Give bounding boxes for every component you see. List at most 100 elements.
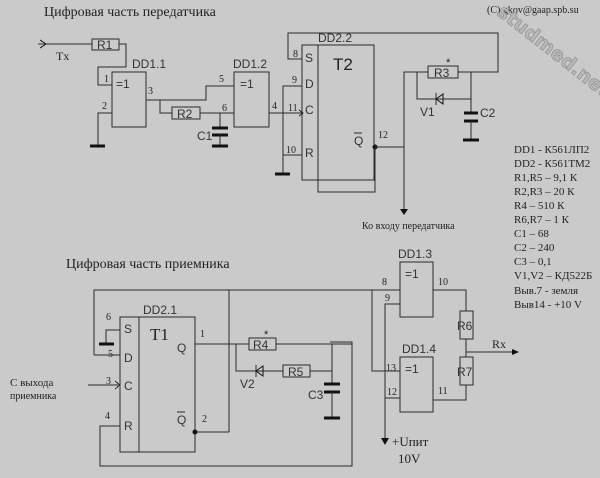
r1-wire	[97, 43, 127, 86]
spec-line: Выв.7 - земля	[514, 285, 578, 297]
r-loop-wire	[99, 341, 353, 467]
dd1-2-name: DD1.2	[233, 57, 267, 71]
r6-label: R6	[457, 319, 473, 333]
r4-label: R4	[253, 338, 269, 352]
s-feedback-wire	[287, 32, 499, 73]
output-nq: Q	[354, 134, 363, 148]
clock-arrow-icon	[114, 380, 121, 390]
input-s: S	[124, 322, 132, 336]
dd2-2-func: T2	[333, 55, 353, 74]
wire-r2	[159, 100, 172, 114]
power-value: 10V	[398, 451, 421, 466]
c1-label: C1	[197, 129, 213, 143]
spec-line: Выв14 - +10 V	[514, 299, 582, 311]
dd1-3-name: DD1.3	[398, 247, 432, 261]
copyright: (C) gkov@gaap.spb.su	[487, 5, 579, 16]
pin-label: 11	[288, 103, 298, 114]
ground-wire	[97, 112, 112, 146]
pin-label: 4	[105, 411, 110, 422]
dd1-1-func: =1	[116, 77, 130, 91]
output-q: Q	[177, 341, 186, 355]
output-nq: Q	[177, 413, 186, 427]
pin-label: 10	[438, 277, 448, 288]
input-label: приемника	[10, 391, 57, 402]
pin-label: 5	[108, 349, 113, 360]
pin-label: 13	[386, 363, 396, 374]
output-label: Ко входу передатчика	[362, 221, 455, 232]
pin-label: 10	[286, 145, 296, 156]
gate-dd1-4	[399, 356, 434, 413]
pin-label: 1	[200, 329, 205, 340]
dd2-2-name: DD2.2	[318, 31, 352, 45]
input-c: C	[124, 379, 133, 393]
receiver-circuit: DD2.1 T1 S D C R Q Q 6 5 3 4 1 2 С выход…	[10, 247, 519, 467]
wire-3-5	[146, 85, 234, 101]
pin-label: 2	[102, 101, 107, 112]
d-wire	[282, 85, 302, 155]
pin-label: 12	[387, 387, 397, 398]
transmitter-circuit: Tx R1 DD1.1 =1 1 2 3 R2 C1 DD1.2 =1 5 6 …	[38, 31, 499, 232]
spec-line: DD2 - К561ТМ2	[514, 158, 590, 170]
spec-line: R1,R5 – 9,1 К	[514, 172, 578, 184]
rx-label: Rx	[492, 337, 506, 351]
spec-line: R2,R3 – 20 К	[514, 186, 575, 198]
component-specs: DD1 - К561ЛП2 DD2 - К561ТМ2 R1,R5 – 9,1 …	[514, 144, 592, 311]
spec-line: V1,V2 – КД522Б	[514, 270, 592, 282]
spec-line: R4 – 510 К	[514, 200, 565, 212]
pin-label: 6	[222, 103, 227, 114]
pin-label: 8	[293, 49, 298, 60]
v1-wire	[416, 72, 471, 100]
diode-v2-icon	[255, 365, 264, 377]
clock-arrow-icon	[298, 109, 304, 117]
spec-line: С1 – 68	[514, 228, 549, 240]
c2-label: C2	[480, 106, 496, 120]
input-r: R	[124, 419, 133, 433]
c3-label: C3	[308, 388, 324, 402]
receiver-title: Цифровая часть приемника	[66, 257, 230, 272]
pin-label: 4	[272, 101, 277, 112]
s-wire	[105, 329, 120, 344]
gate-dd1-2	[233, 71, 270, 128]
v2-wire	[235, 344, 283, 372]
dd1-4-name: DD1.4	[402, 342, 436, 356]
power-label: +Uпит	[392, 434, 429, 449]
dd1-1-name: DD1.1	[132, 57, 166, 71]
input-s: S	[305, 51, 313, 65]
power-arrow-icon	[381, 438, 389, 445]
top-bus-wire	[93, 289, 372, 355]
dd2-1-name: DD2.1	[143, 303, 177, 317]
pin-label: 9	[292, 75, 297, 86]
dd1-2-func: =1	[240, 77, 254, 91]
dd2-1-func: T1	[150, 325, 169, 344]
input-c: C	[305, 103, 314, 117]
wire-10-r6	[433, 289, 467, 311]
dd1-3-func: =1	[405, 267, 419, 281]
pin-label: 3	[148, 86, 153, 97]
q-loop-wire	[317, 147, 376, 193]
trigger-dd2-1	[138, 316, 196, 453]
v2-label: V2	[240, 377, 255, 391]
spec-line: С2 – 240	[514, 242, 555, 254]
r1-label: R1	[97, 38, 113, 52]
transmitter-title: Цифровая часть передатчика	[44, 5, 217, 20]
dd1-4-func: =1	[405, 362, 419, 376]
tx-label: Tx	[56, 49, 69, 63]
wire-r7-11	[433, 385, 467, 401]
pin-label: 2	[202, 414, 207, 425]
input-d: D	[124, 351, 133, 365]
spec-line: С3 – 0,1	[514, 256, 552, 268]
output-arrow-icon	[400, 209, 408, 215]
pin-label: 12	[378, 130, 388, 141]
resistor-r3	[427, 65, 459, 79]
pin-label: 1	[104, 74, 109, 85]
spec-line: DD1 - К561ЛП2	[514, 144, 589, 156]
q-out-wire	[375, 71, 428, 148]
input-d: D	[305, 77, 314, 91]
r5-label: R5	[288, 365, 304, 379]
pin-label: 3	[106, 376, 111, 387]
input-r: R	[305, 146, 314, 160]
r3-star: *	[446, 57, 451, 69]
pin-label: 9	[385, 293, 390, 304]
